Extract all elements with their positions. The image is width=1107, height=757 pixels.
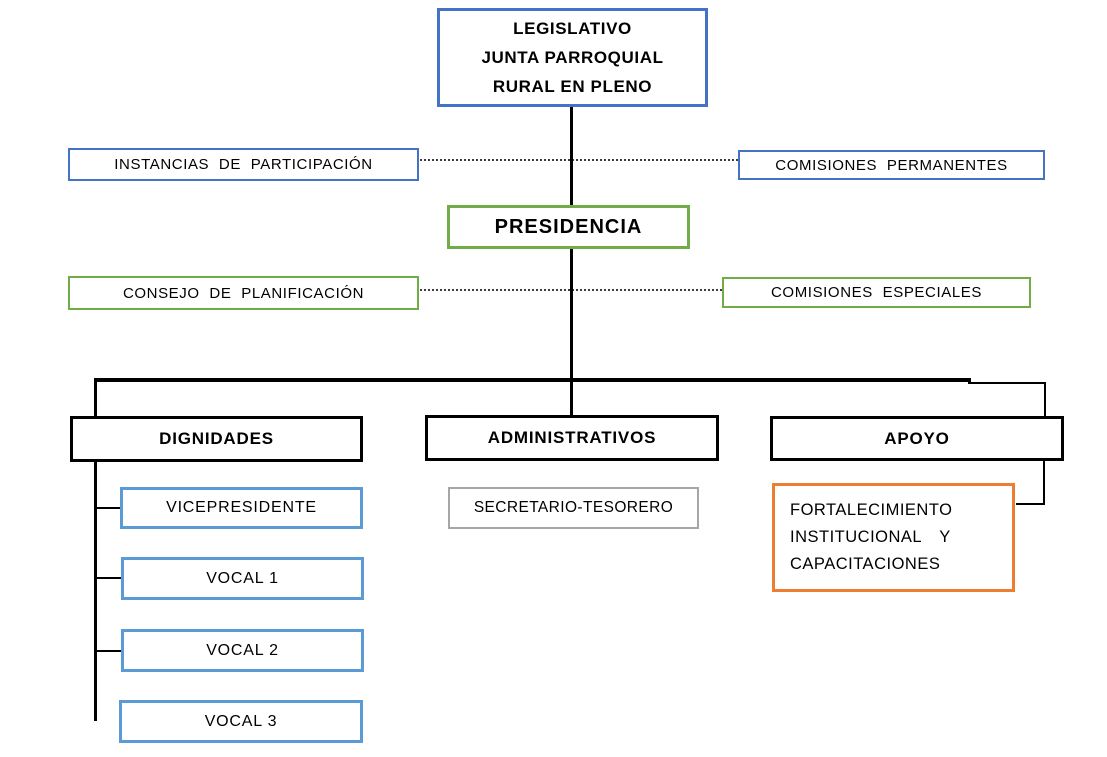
connector-horizontal-right: [968, 382, 1046, 384]
node-vicepresidente: VICEPRESIDENTE: [120, 487, 363, 529]
node-comisiones-permanentes: COMISIONES PERMANENTES: [738, 150, 1045, 180]
node-vicepresidente-label: VICEPRESIDENTE: [166, 499, 317, 516]
connector-drop-dignidades: [94, 380, 97, 418]
node-vocal-3: VOCAL 3: [119, 700, 363, 743]
node-fortalecimiento-line1: FORTALECIMIENTO: [790, 501, 953, 519]
node-dignidades: DIGNIDADES: [70, 416, 363, 462]
node-legislativo: LEGISLATIVO JUNTA PARROQUIAL RURAL EN PL…: [437, 8, 708, 107]
node-dignidades-label: DIGNIDADES: [159, 429, 274, 448]
connector-apoyo-fortalecimiento-h: [1016, 503, 1045, 505]
connector-presidencia-administrativos: [570, 249, 573, 415]
node-fortalecimiento: FORTALECIMIENTO INSTITUCIONAL Y CAPACITA…: [772, 483, 1015, 592]
node-vocal-2-label: VOCAL 2: [206, 641, 279, 659]
node-vocal-3-label: VOCAL 3: [204, 712, 278, 730]
node-comisiones-especiales: COMISIONES ESPECIALES: [722, 277, 1031, 308]
connector-tick-vocal2: [96, 650, 121, 652]
connector-dignidades-trunk: [94, 461, 97, 721]
connector-tick-vicepresidente: [96, 507, 120, 509]
node-comisiones-permanentes-label: COMISIONES PERMANENTES: [775, 156, 1008, 174]
connector-legislativo-presidencia: [570, 107, 573, 205]
connector-tick-vocal1: [96, 577, 121, 579]
node-presidencia: PRESIDENCIA: [447, 205, 690, 249]
node-comisiones-especiales-label: COMISIONES ESPECIALES: [771, 284, 982, 301]
node-fortalecimiento-line3: CAPACITACIONES: [790, 555, 941, 573]
node-legislativo-line3: RURAL EN PLENO: [492, 77, 653, 96]
node-vocal-1-label: VOCAL 1: [206, 569, 279, 587]
node-legislativo-line1: LEGISLATIVO: [513, 19, 632, 38]
node-secretario-tesorero-label: SECRETARIO-TESORERO: [473, 499, 674, 516]
node-vocal-1: VOCAL 1: [121, 557, 364, 600]
node-instancias-label: INSTANCIAS DE PARTICIPACIÓN: [114, 156, 373, 173]
node-presidencia-label: PRESIDENCIA: [494, 215, 643, 238]
connector-dotted-row1: [420, 159, 738, 161]
node-apoyo: APOYO: [770, 416, 1064, 461]
node-administrativos-label: ADMINISTRATIVOS: [487, 428, 657, 447]
node-apoyo-label: APOYO: [884, 428, 950, 448]
connector-drop-apoyo: [1044, 383, 1046, 417]
node-legislativo-line2: JUNTA PARROQUIAL: [481, 48, 664, 67]
node-administrativos: ADMINISTRATIVOS: [425, 415, 719, 461]
node-fortalecimiento-line2: INSTITUCIONAL Y: [790, 528, 951, 546]
node-consejo-label: CONSEJO DE PLANIFICACIÓN: [122, 284, 365, 302]
node-vocal-2: VOCAL 2: [121, 629, 364, 672]
connector-horizontal-main: [94, 378, 971, 382]
node-instancias-de-participacion: INSTANCIAS DE PARTICIPACIÓN: [68, 148, 419, 181]
node-consejo-de-planificacion: CONSEJO DE PLANIFICACIÓN: [68, 276, 419, 310]
connector-apoyo-fortalecimiento-v: [1043, 459, 1045, 505]
node-secretario-tesorero: SECRETARIO-TESORERO: [448, 487, 699, 529]
